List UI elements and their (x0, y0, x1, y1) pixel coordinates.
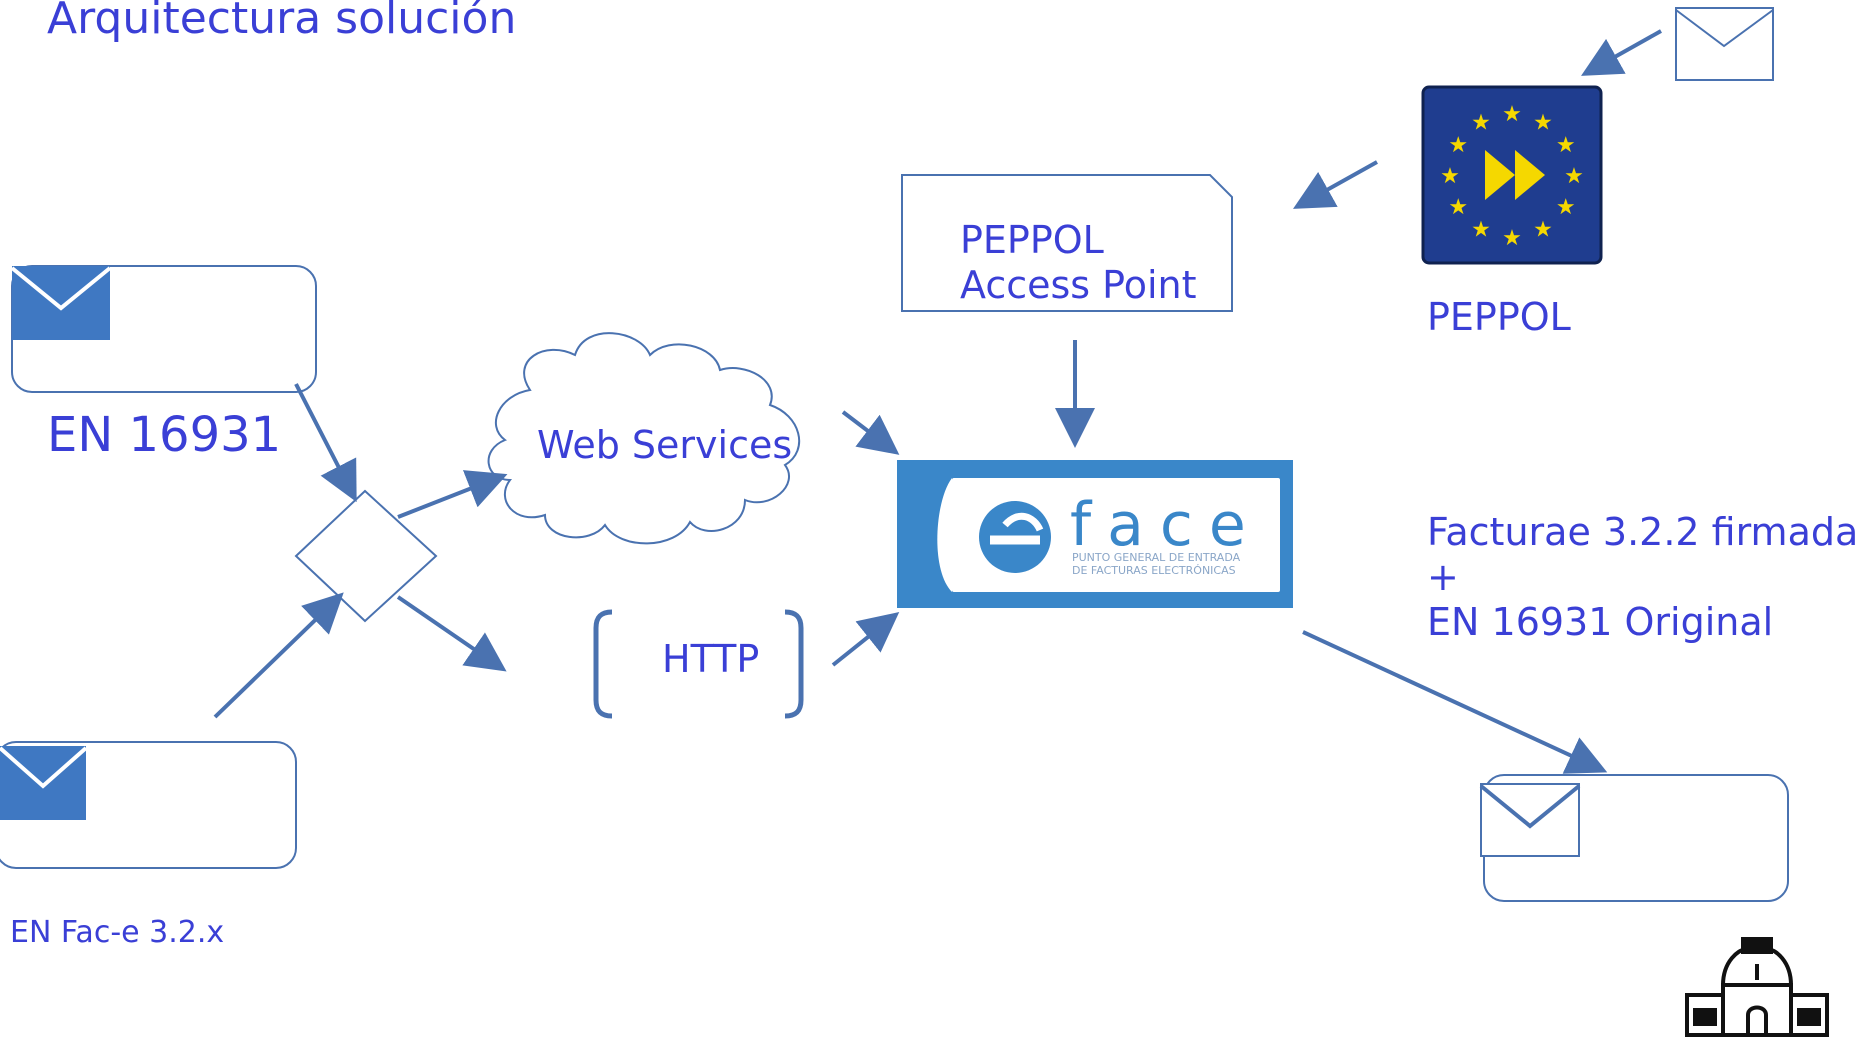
source-label-facturae: EN Fac-e 3.2.x (10, 915, 225, 950)
building-icon (1685, 937, 1829, 1037)
http-bracket-right (784, 609, 804, 719)
source-box-en16931 (10, 265, 317, 393)
face-brand-text: face (1070, 490, 1262, 560)
peppol-access-point-line-2: Access Point (960, 263, 1197, 307)
envelope-icon (10, 266, 112, 340)
peppol-star-icon: ★ (1556, 133, 1576, 158)
router-diamond (294, 489, 438, 623)
face-tagline-1: PUNTO GENERAL DE ENTRADA (1072, 551, 1241, 564)
peppol-star-icon: ★ (1502, 102, 1522, 127)
peppol-star-icon: ★ (1533, 110, 1553, 135)
peppol-logo: ★★★★★★★★★★★★ (1421, 85, 1603, 265)
source-box-facturae (0, 741, 297, 869)
arrow-webservices-to-face (841, 410, 900, 455)
output-line-2: + (1427, 555, 1459, 599)
output-line-3: EN 16931 Original (1427, 600, 1774, 644)
peppol-access-point-label: PEPPOL Access Point (960, 218, 1197, 308)
output-box (1479, 774, 1789, 902)
arrow-http-to-face (831, 612, 900, 667)
arrow-facturae-to-router (213, 592, 344, 719)
envelope-icon (1675, 7, 1774, 81)
peppol-label: PEPPOL (1427, 295, 1571, 339)
channel-label-webservices: Web Services (537, 423, 793, 467)
source-label-en16931: EN 16931 (47, 407, 282, 463)
peppol-star-icon: ★ (1564, 164, 1584, 189)
peppol-star-icon: ★ (1440, 164, 1460, 189)
peppol-star-icon: ★ (1556, 195, 1576, 220)
peppol-star-icon: ★ (1448, 195, 1468, 220)
output-line-1: Facturae 3.2.2 firmada (1427, 510, 1859, 554)
peppol-access-point-box (901, 174, 1233, 312)
peppol-access-point-line-1: PEPPOL (960, 218, 1104, 262)
envelope-icon (0, 746, 88, 820)
peppol-star-icon: ★ (1448, 133, 1468, 158)
arrow-router-to-webservices (397, 470, 508, 519)
webservices-cloud (487, 332, 801, 545)
envelope-icon (1479, 783, 1581, 857)
peppol-star-icon: ★ (1502, 226, 1522, 251)
peppol-star-icon: ★ (1471, 218, 1491, 243)
arrow-envelope-to-peppol (1581, 29, 1662, 76)
channel-label-http: HTTP (662, 637, 760, 681)
face-tagline-2: DE FACTURAS ELECTRÓNICAS (1072, 564, 1236, 577)
peppol-star-icon: ★ (1533, 218, 1553, 243)
arrow-en16931-to-router (294, 383, 357, 503)
output-label: Facturae 3.2.2 firmada + EN 16931 Origin… (1427, 510, 1858, 645)
face-logo: face PUNTO GENERAL DE ENTRADA DE FACTURA… (897, 460, 1293, 608)
arrow-face-to-output (1302, 630, 1608, 774)
http-bracket-left (593, 609, 613, 719)
arrow-router-to-http (396, 595, 507, 672)
page-title: Arquitectura solución (47, 0, 517, 44)
arrow-peppol-to-accesspoint (1293, 160, 1378, 209)
peppol-star-icon: ★ (1471, 110, 1491, 135)
